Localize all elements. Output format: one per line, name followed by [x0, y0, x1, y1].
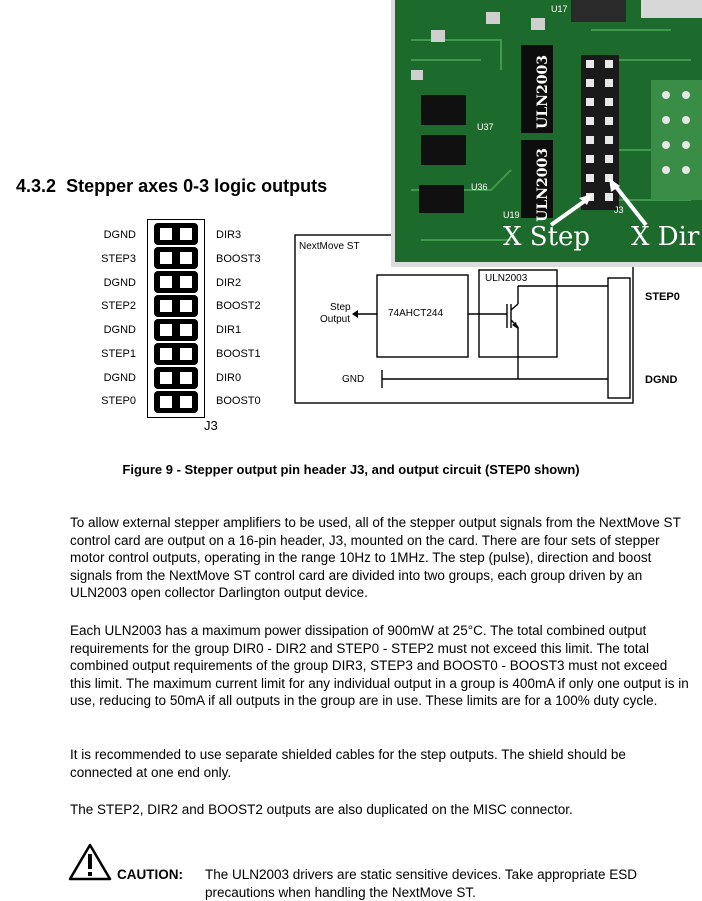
pin-label-right: DIR0	[216, 372, 242, 384]
pcb-silk-label: U17	[551, 4, 568, 14]
body-paragraph: The STEP2, DIR2 and BOOST2 outputs are a…	[70, 802, 573, 817]
gnd-label: GND	[342, 374, 365, 385]
pin-label-left: STEP1	[101, 348, 136, 360]
pin-label-left: DGND	[103, 372, 136, 384]
section-title: Stepper axes 0-3 logic outputs	[66, 176, 328, 196]
body-paragraph: To allow external stepper amplifiers to …	[70, 515, 681, 600]
section-number: 4.3.2	[16, 176, 57, 196]
warning-icon	[68, 843, 112, 881]
caution-label: CAUTION:	[117, 867, 183, 882]
output-step0-label: STEP0	[645, 291, 680, 303]
pcb-silk-label: U37	[477, 122, 494, 132]
pin-label-left: STEP0	[101, 395, 136, 407]
header-outline	[147, 219, 205, 418]
pin-label-left: DGND	[103, 229, 136, 241]
pin-label-right: DIR3	[216, 229, 242, 241]
input-label-output: Output	[320, 314, 351, 325]
pin-label-right: DIR2	[216, 277, 242, 289]
body-paragraph: Each ULN2003 has a maximum power dissipa…	[70, 623, 689, 708]
caution-text: The ULN2003 drivers are static sensitive…	[205, 867, 637, 900]
buffer-chip-box	[376, 274, 469, 358]
pin-label-left: DGND	[103, 324, 136, 336]
body-paragraph: It is recommended to use separate shield…	[70, 747, 626, 780]
pcb-chip-label: ULN2003	[535, 148, 551, 222]
x-step-annotation: X Step	[503, 222, 591, 252]
circuit-box-title: NextMove ST	[299, 241, 360, 252]
input-label-step: Step	[330, 302, 351, 313]
pcb-silk-label: J3	[614, 205, 624, 215]
connector-label: J3	[204, 418, 218, 433]
pin-label-left: DGND	[103, 277, 136, 289]
x-dir-annotation: X Dir	[631, 222, 700, 252]
pcb-silk-label: U19	[503, 210, 520, 220]
buffer-chip-label: 74AHCT244	[388, 308, 444, 319]
circuit-lines	[294, 234, 634, 404]
output-dgnd-label: DGND	[645, 374, 678, 386]
header-pins-graphic	[154, 223, 198, 413]
pin-label-right: BOOST2	[216, 300, 261, 312]
pin-label-right: BOOST1	[216, 348, 261, 360]
pin-label-right: DIR1	[216, 324, 242, 336]
figure-caption: Figure 9 - Stepper output pin header J3,…	[122, 462, 580, 477]
section-heading: 4.3.2 Stepper axes 0-3 logic outputs	[16, 176, 327, 197]
pin-label-right: BOOST0	[216, 395, 261, 407]
pin-label-left: STEP3	[101, 253, 136, 265]
pcb-photo: ULN2003 ULN2003 U17 U37 U36 U19 J3 X Ste…	[391, 0, 702, 267]
pin-label-left: STEP2	[101, 300, 136, 312]
driver-chip-label: ULN2003	[485, 273, 528, 284]
output-connector-box	[607, 277, 631, 399]
pcb-chip-label: ULN2003	[535, 55, 551, 129]
pcb-silk-label: U36	[471, 182, 488, 192]
pcb-photo-graphic	[391, 0, 702, 267]
pin-label-right: BOOST3	[216, 253, 261, 265]
